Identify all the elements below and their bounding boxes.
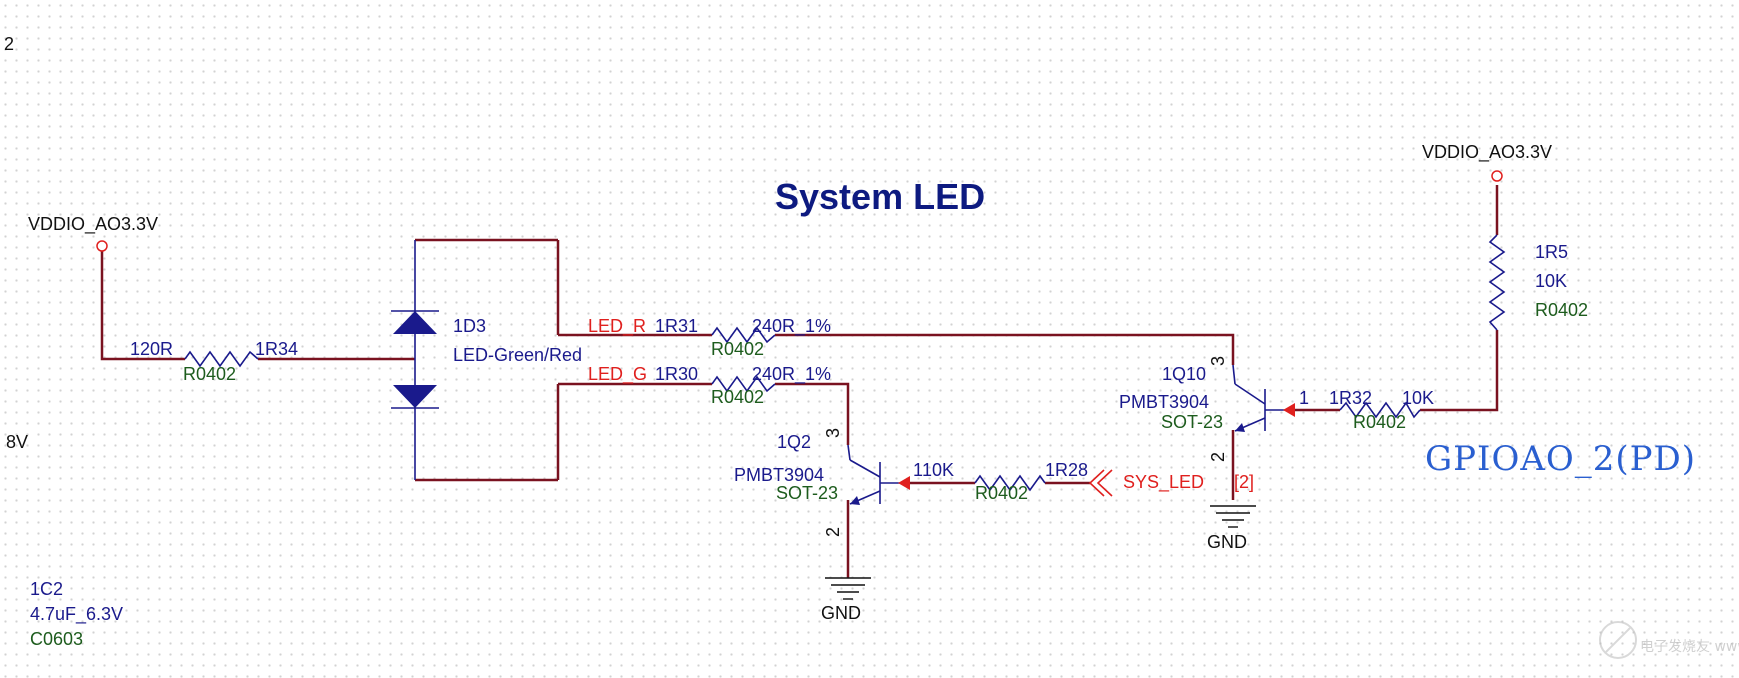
q10-pin2: 2 (1208, 452, 1228, 462)
resistor-r5 (1488, 234, 1506, 331)
r30-footprint: R0402 (711, 387, 764, 407)
r31-value: 240R_1% (752, 316, 831, 337)
resistor-r34 (184, 350, 259, 368)
gnd-symbol-q10 (1210, 505, 1256, 528)
r31-footprint: R0402 (711, 339, 764, 359)
r5-ref: 1R5 (1535, 242, 1568, 262)
q2-part: PMBT3904 (734, 465, 824, 485)
r28-ref: 1R28 (1045, 460, 1088, 480)
q2-package: SOT-23 (776, 483, 838, 503)
r28-pin: 1 (913, 460, 923, 480)
power-port-left (96, 240, 108, 252)
q2-pin3: 3 (823, 428, 843, 438)
watermark-logo: 电子发烧友 www.elecfans.com (1599, 621, 1739, 659)
q2-base-pin-arrow (898, 476, 910, 490)
watermark-text: 电子发烧友 www.elecfans.com (1640, 639, 1739, 655)
diagram-title: System LED (775, 176, 985, 217)
net-led-r: LED_R (588, 316, 646, 337)
transistor-q10-symbol (1232, 364, 1295, 432)
wire-r30-to-q2 (775, 382, 850, 445)
led-d3-symbol (391, 240, 439, 480)
resistor-r31 (711, 326, 776, 344)
gnd-label-q10: GND (1207, 532, 1247, 552)
resistor-r28 (974, 474, 1046, 492)
c2-value: 4.7uF_6.3V (30, 604, 123, 625)
resistor-r30 (711, 375, 776, 393)
resistor-r32 (1339, 401, 1421, 419)
q10-ref: 1Q10 (1162, 364, 1206, 384)
r32-value: 10K (1402, 388, 1434, 408)
d3-ref: 1D3 (453, 316, 486, 336)
net-led-g: LED_G (588, 364, 647, 385)
q2-pin2: 2 (823, 527, 843, 537)
q10-base-pin-arrow (1283, 403, 1295, 417)
q10-package: SOT-23 (1161, 412, 1223, 432)
power-port-right (1491, 170, 1503, 182)
gnd-symbol-q2 (825, 577, 871, 600)
sys-led-sheet-ref: [2] (1234, 472, 1254, 492)
r30-ref: 1R30 (655, 364, 698, 384)
r32-footprint: R0402 (1353, 412, 1406, 432)
r34-footprint: R0402 (183, 364, 236, 384)
power-label-left: VDDIO_AO3.3V (28, 214, 158, 235)
led-red-triangle (393, 385, 437, 408)
wire-vddio-left (100, 251, 185, 361)
gpio-note: GPIOAO_2(PD) (1425, 439, 1696, 479)
led-green-triangle (393, 311, 437, 334)
wire-r32-to-r5 (1420, 330, 1499, 412)
r32-pin: 1 (1299, 388, 1309, 408)
left-edge-fragment-top: 2 (4, 34, 14, 54)
r5-footprint: R0402 (1535, 300, 1588, 320)
transistor-q2-symbol (847, 444, 910, 505)
q10-pin3: 3 (1208, 356, 1228, 366)
r31-ref: 1R31 (655, 316, 698, 336)
r28-value: 10K (922, 460, 954, 480)
wire-r31-to-q10 (775, 333, 1235, 365)
r34-ref: 1R34 (255, 339, 298, 359)
r28-footprint: R0402 (975, 483, 1028, 503)
q2-ref: 1Q2 (777, 432, 811, 452)
net-sys-led: SYS_LED (1123, 472, 1204, 493)
c2-ref: 1C2 (30, 579, 63, 599)
q10-part: PMBT3904 (1119, 392, 1209, 412)
r30-value: 240R_1% (752, 364, 831, 385)
power-label-right: VDDIO_AO3.3V (1422, 142, 1552, 163)
left-edge-fragment-mid: 8V (6, 432, 28, 452)
d3-value: LED-Green/Red (453, 345, 582, 365)
gnd-label-q2: GND (821, 603, 861, 623)
r32-ref: 1R32 (1329, 388, 1372, 408)
sys-led-port (1088, 469, 1113, 497)
wires (100, 185, 1499, 578)
c2-footprint: C0603 (30, 629, 83, 649)
r34-value: 120R (130, 339, 173, 359)
r5-value: 10K (1535, 271, 1567, 291)
